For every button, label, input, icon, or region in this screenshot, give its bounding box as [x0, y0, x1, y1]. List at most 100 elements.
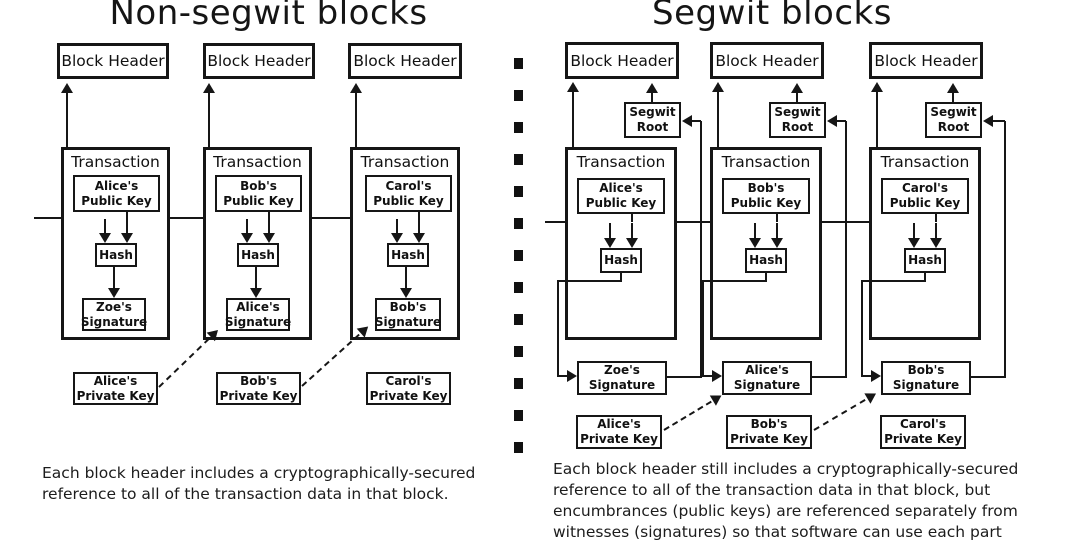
arrow-chain-to-hash-line [754, 223, 756, 239]
arrow-privkey-to-signature-dashed [813, 388, 880, 431]
hash-box: Hash [600, 248, 642, 273]
hash-out-line [861, 280, 863, 377]
pubkey-drop-line [268, 212, 270, 219]
left-panel-title: Non-segwit blocks [109, 0, 428, 33]
arrow-witness-to-segwitroot-line [836, 120, 846, 122]
arrow-hash-to-signature-line [557, 375, 569, 377]
arrow-pubkey-to-hash-line [631, 223, 633, 239]
arrow-tx-to-header-head [871, 82, 883, 92]
arrow-pubkey-to-hash-head [413, 233, 425, 243]
block-header-box: Block Header [565, 42, 679, 79]
block-header-box: Block Header [203, 43, 315, 79]
hash-out-line [557, 280, 559, 377]
private-key-box: Alice's Private Key [576, 415, 662, 449]
pubkey-drop-line [418, 212, 420, 219]
witness-line [1004, 121, 1006, 378]
arrow-privkey-to-signature-dashed [663, 390, 725, 431]
arrow-chain-to-hash-head [391, 233, 403, 243]
arrow-witness-to-segwitroot-line [691, 120, 701, 122]
hash-out-line [924, 273, 926, 282]
private-key-box: Bob's Private Key [726, 415, 812, 449]
transaction-label: Transaction [880, 153, 970, 171]
arrow-pubkey-to-hash-head [626, 238, 638, 248]
arrow-pubkey-to-hash-line [126, 219, 128, 235]
private-key-box: Carol's Private Key [366, 372, 451, 405]
arrow-chain-to-hash-line [609, 223, 611, 239]
arrow-hash-to-signature-line [861, 375, 873, 377]
arrow-chain-to-hash-head [749, 238, 761, 248]
arrow-pubkey-to-hash-head [771, 238, 783, 248]
arrow-segwitroot-to-header-line [651, 92, 653, 102]
segwit-root-box: Segwit Root [624, 102, 681, 138]
arrow-chain-to-hash-head [604, 238, 616, 248]
arrow-pubkey-to-hash-line [418, 219, 420, 235]
pubkey-drop-line [776, 214, 778, 222]
arrow-hash-to-signature-head [250, 288, 262, 298]
hash-box: Hash [237, 243, 279, 267]
arrow-tx-to-header-line [717, 90, 719, 147]
arrow-pubkey-to-hash-head [930, 238, 942, 248]
transaction-label: Transaction [721, 153, 811, 171]
signature-box: Alice's Signature [722, 361, 812, 395]
public-key-box: Carol's Public Key [365, 175, 452, 212]
public-key-box: Bob's Public Key [215, 175, 302, 212]
arrow-chain-to-hash-line [246, 219, 248, 235]
block-header-box: Block Header [710, 42, 824, 79]
signature-to-witness-line [667, 376, 702, 378]
transaction-label: Transaction [213, 153, 302, 171]
arrow-tx-to-header-line [355, 91, 357, 147]
segwit-root-box: Segwit Root [769, 102, 826, 138]
arrow-segwitroot-to-header-head [791, 83, 803, 93]
pubkey-drop-line [935, 214, 937, 222]
arrow-pubkey-to-hash-line [935, 223, 937, 239]
arrow-hash-to-signature-line [702, 375, 714, 377]
signature-box: Bob's Signature [375, 298, 441, 331]
hash-box: Hash [745, 248, 787, 273]
public-key-box: Bob's Public Key [722, 178, 810, 214]
arrow-chain-to-hash-head [908, 238, 920, 248]
arrow-chain-to-hash-line [104, 219, 106, 235]
hash-out-line [861, 280, 926, 282]
arrow-tx-to-header-head [712, 82, 724, 92]
arrow-pubkey-to-hash-head [263, 233, 275, 243]
arrow-hash-to-signature-line [113, 267, 115, 289]
arrow-hash-to-signature-head [400, 288, 412, 298]
arrow-pubkey-to-hash-line [776, 223, 778, 239]
hash-out-line [557, 280, 622, 282]
arrow-segwitroot-to-header-head [947, 83, 959, 93]
arrow-segwitroot-to-header-head [646, 83, 658, 93]
arrow-tx-to-header-head [203, 83, 215, 93]
arrow-witness-to-segwitroot-head [983, 115, 993, 127]
transaction-label: Transaction [71, 153, 160, 171]
block-header-box: Block Header [869, 42, 983, 79]
public-key-box: Alice's Public Key [73, 175, 160, 212]
hash-out-line [620, 273, 622, 282]
arrow-chain-to-hash-line [913, 223, 915, 239]
hash-box: Hash [95, 243, 137, 267]
private-key-box: Bob's Private Key [216, 372, 301, 405]
signature-box: Bob's Signature [881, 361, 971, 395]
arrow-tx-to-header-head [61, 83, 73, 93]
transaction-box: Transaction [710, 147, 822, 340]
panel-divider-dashed-line [514, 58, 523, 462]
right-panel-title: Segwit blocks [652, 0, 892, 33]
arrow-hash-to-signature-head [712, 370, 722, 382]
arrow-segwitroot-to-header-line [952, 92, 954, 102]
arrow-hash-to-signature-line [405, 267, 407, 289]
signature-box: Alice's Signature [225, 298, 291, 331]
pubkey-drop-line [126, 212, 128, 219]
pubkey-drop-line [631, 214, 633, 222]
block-header-box: Block Header [57, 43, 169, 79]
arrow-tx-to-header-head [350, 83, 362, 93]
transaction-label: Transaction [360, 153, 450, 171]
signature-box: Zoe's Signature [81, 298, 147, 331]
private-key-box: Alice's Private Key [73, 372, 158, 405]
private-key-box: Carol's Private Key [880, 415, 966, 449]
hash-out-line [765, 273, 767, 282]
arrow-hash-to-signature-head [108, 288, 120, 298]
arrow-tx-to-header-line [572, 90, 574, 147]
hash-out-line [702, 280, 767, 282]
signature-to-witness-line [971, 376, 1006, 378]
signature-to-witness-line [812, 376, 847, 378]
